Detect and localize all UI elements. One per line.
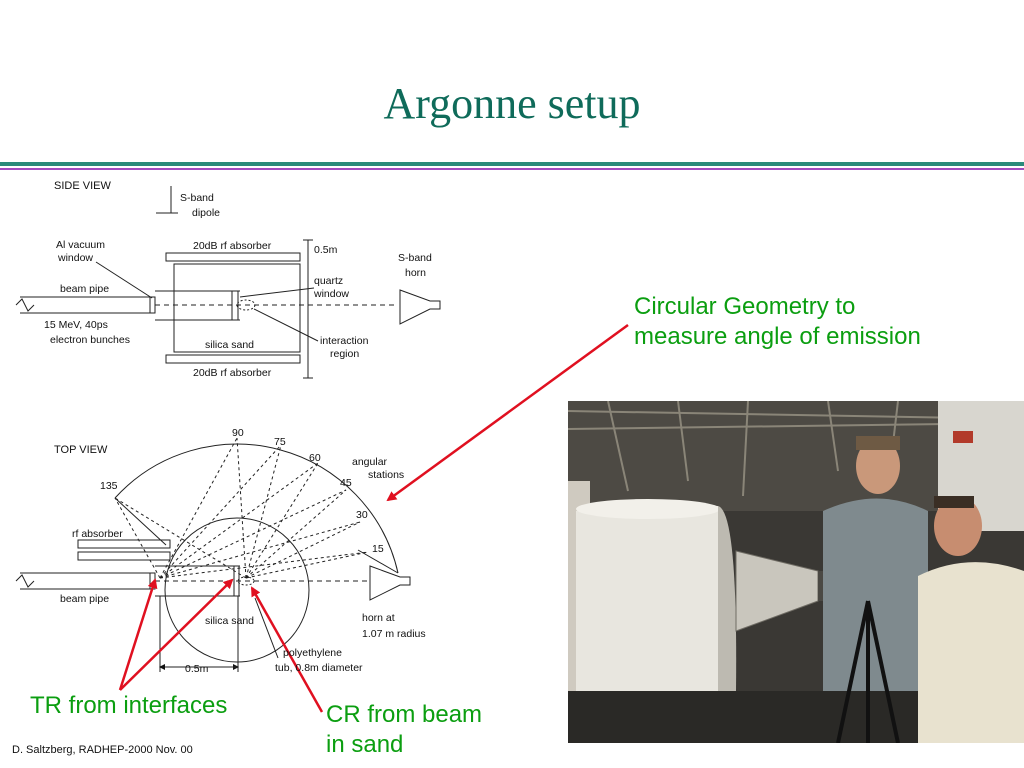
sband-horn-side: [399, 289, 441, 325]
label-horn: horn: [405, 267, 426, 279]
label-interaction: interaction: [320, 335, 369, 347]
label-silica-top: silica sand: [205, 615, 254, 627]
label-beam-pipe-top: beam pipe: [60, 593, 109, 605]
al-window-plate: [149, 296, 156, 314]
beam-pipe-break-top: [15, 574, 35, 588]
annotation-cr-beam: CR from beam in sand: [326, 700, 482, 760]
label-angle-30: 30: [356, 509, 368, 521]
arrow-tr-1: [118, 578, 158, 691]
angle-rays: [114, 437, 369, 579]
title-rule-teal: [0, 162, 1024, 166]
label-angular: angular: [352, 456, 388, 468]
label-angle-90: 90: [232, 427, 244, 439]
top-view-heading: TOP VIEW: [54, 444, 108, 456]
lab-photo-illustration: [568, 401, 1024, 743]
label-rf-absorber: rf absorber: [72, 528, 123, 540]
label-angle-135: 135: [100, 480, 118, 492]
annotation-cr-line1: CR from beam: [326, 701, 483, 728]
annotation-circular-geometry: Circular Geometry to measure angle of em…: [634, 292, 921, 352]
label-al-window: window: [57, 252, 93, 264]
horn-top: [369, 565, 411, 601]
label-tub-diameter: tub, 0.8m diameter: [275, 662, 363, 674]
rf-absorber-bar-2: [77, 551, 171, 561]
absorber-top-bar: [165, 252, 301, 262]
annotation-tr-interfaces: TR from interfaces: [30, 692, 228, 719]
label-silica-side: silica sand: [205, 339, 254, 351]
arrow-circular-geometry: [386, 323, 629, 502]
annotation-circular-line1: Circular Geometry to: [634, 293, 856, 320]
label-sband-dipole: S-band: [180, 192, 214, 204]
label-beam-pipe-side: beam pipe: [60, 283, 109, 295]
footer-credit: D. Saltzberg, RADHEP-2000 Nov. 00: [12, 744, 193, 756]
beam-pipe-break: [15, 298, 35, 312]
polyethylene-tub: [164, 517, 310, 663]
label-angle-45: 45: [340, 477, 352, 489]
label-dipole: dipole: [192, 207, 220, 219]
annotation-circular-line2: measure angle of emission: [634, 323, 921, 350]
angular-station-arc: [114, 443, 399, 574]
interaction-region-side: [236, 299, 256, 311]
label-dim-top: 0.5m: [185, 663, 209, 675]
label-absorber-top: 20dB rf absorber: [193, 240, 272, 252]
top-view: [15, 437, 411, 672]
label-angle-15: 15: [372, 543, 384, 555]
label-sband-horn: S-band: [398, 252, 432, 264]
label-al-vacuum: Al vacuum: [56, 239, 105, 251]
annotation-cr-line2: in sand: [326, 731, 404, 758]
sand-box: [173, 263, 301, 353]
label-quartz-window: window: [313, 288, 349, 300]
label-horn-radius: 1.07 m radius: [362, 628, 426, 640]
label-angle-60: 60: [309, 452, 321, 464]
lab-photo: [568, 401, 1024, 743]
label-dim-side: 0.5m: [314, 244, 338, 256]
side-view-heading: SIDE VIEW: [54, 180, 111, 192]
red-arrows: [118, 323, 629, 713]
label-angle-75: 75: [274, 436, 286, 448]
leader-poly: [254, 597, 279, 659]
title-rule-purple: [0, 168, 1024, 170]
label-electron-bunches: electron bunches: [50, 334, 130, 346]
arrow-tr-2: [119, 578, 234, 691]
label-horn-at: horn at: [362, 612, 395, 624]
absorber-bottom-bar: [165, 354, 301, 364]
rf-absorber-bar-1: [77, 539, 171, 549]
leader-al-window: [95, 261, 153, 299]
arrow-cr: [250, 586, 324, 713]
label-quartz: quartz: [314, 275, 343, 287]
label-stations: stations: [368, 469, 404, 481]
label-beam-energy: 15 MeV, 40ps: [44, 319, 108, 331]
label-polyethylene: polyethylene: [283, 647, 342, 659]
label-region: region: [330, 348, 359, 360]
side-view: [15, 186, 441, 379]
label-absorber-bottom: 20dB rf absorber: [193, 367, 272, 379]
slide-title: Argonne setup: [383, 79, 641, 128]
